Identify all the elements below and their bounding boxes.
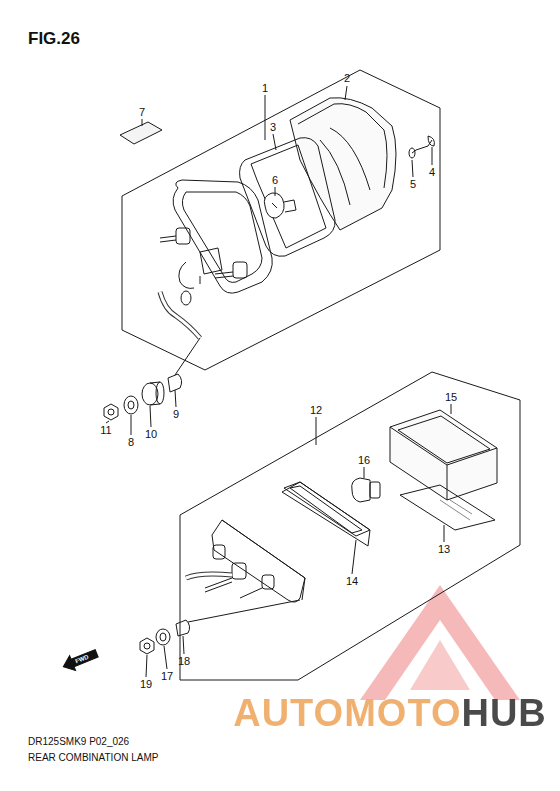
- fwd-arrow: [60, 646, 99, 674]
- watermark-text: AUTOMOTOHUB: [233, 694, 547, 732]
- callout-number: 6: [272, 175, 278, 186]
- caption-text: DR125SMK9 P02_026: [28, 737, 129, 747]
- callout-number: 15: [445, 392, 457, 403]
- callout-number: 17: [161, 671, 173, 682]
- watermark-logo: [360, 585, 520, 700]
- callout-number: 18: [178, 656, 190, 667]
- fastener: [104, 374, 182, 420]
- callout-number: 1: [262, 83, 268, 94]
- figure-title: FIG.26: [28, 30, 80, 47]
- callout-number: 11: [100, 425, 111, 436]
- callout-number: 19: [140, 679, 152, 690]
- lens-plate: [400, 485, 495, 530]
- callout-number: 8: [128, 437, 134, 448]
- callout-number: 3: [270, 122, 276, 133]
- callout-number: 9: [173, 409, 179, 420]
- caption-text: REAR COMBINATION LAMP: [28, 753, 158, 763]
- callout-number: 2: [344, 73, 350, 84]
- bulb: [264, 193, 296, 218]
- group-outline: [122, 70, 440, 370]
- callout-number: 13: [438, 544, 450, 555]
- lens-housing: [290, 98, 396, 230]
- group-outline: [180, 372, 520, 680]
- lamp-base: [186, 520, 305, 602]
- callout-number: 5: [410, 179, 416, 190]
- callout-number: 16: [358, 455, 370, 466]
- washer: [409, 148, 415, 158]
- bulb: [352, 478, 380, 502]
- lamp-base: [160, 180, 272, 338]
- callout-number: 4: [429, 167, 435, 178]
- callout-number: 12: [310, 405, 322, 416]
- callout-number: 10: [145, 429, 157, 440]
- pad-part: [120, 122, 162, 144]
- gasket: [240, 138, 336, 257]
- lamp-case: [390, 410, 497, 500]
- leader-line: [106, 86, 451, 677]
- callout-number: 14: [346, 576, 358, 587]
- callout-number: 7: [139, 107, 145, 118]
